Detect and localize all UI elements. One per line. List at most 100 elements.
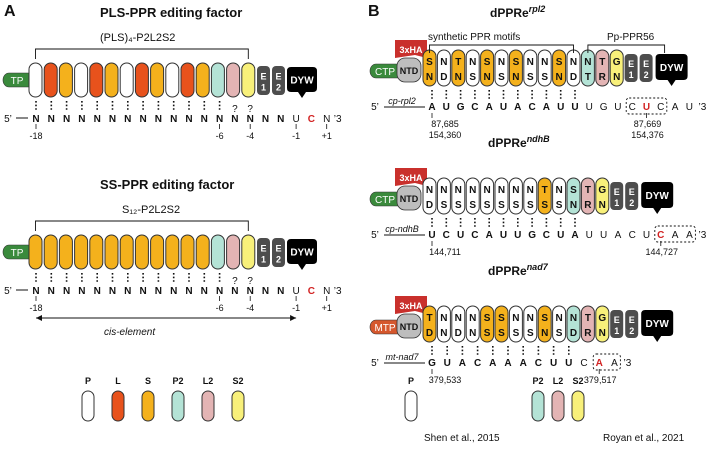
nad7-nt: C [535, 358, 542, 369]
nad7-tp-tag-label: MTP [374, 323, 395, 334]
ss-motif-S [195, 234, 210, 270]
pls-nt: N [231, 114, 238, 125]
pls-tp-tag-label: TP [11, 76, 24, 87]
ndhB-num-right: 144,727 [646, 247, 679, 257]
ss-e1-bot: 1 [261, 255, 266, 265]
rpl2-nt: C [657, 102, 664, 113]
panel-b-letter: B [368, 3, 380, 20]
pos-label: -6 [216, 303, 224, 313]
rpl2-nt: A [428, 102, 435, 113]
ss-nt: N [201, 286, 208, 297]
rpl2-motif [465, 49, 480, 87]
nad7-nt: A [459, 358, 466, 369]
pls-nt: N [277, 114, 284, 125]
rpl2-motif-top: S [513, 57, 520, 68]
ss-nt: N [63, 286, 70, 297]
nad7-motif [566, 305, 581, 343]
rpl2-e1-bot: 1 [629, 70, 634, 80]
ndhB-motif-top: N [512, 185, 519, 196]
nad7-nt: C [474, 358, 481, 369]
pos-label: -6 [216, 131, 224, 141]
legend-b-swatch-P2 [531, 390, 545, 422]
ndhB-title: dPPRendhB [488, 134, 550, 150]
ss-nt: N [262, 286, 269, 297]
nad7-motif-bot: S [527, 328, 534, 339]
ndhB-dyw [641, 182, 674, 214]
ndhB-motif-top: G [598, 185, 606, 196]
legend-b-swatch-L2 [551, 390, 565, 422]
pls-motif-L [89, 62, 104, 98]
ndhB-dyw-label: DYW [646, 191, 670, 202]
legend-a-swatch-S [141, 390, 155, 422]
ndhB-nt: U [514, 230, 521, 241]
rpl2-nt: A [486, 102, 493, 113]
rpl2-nt: U [614, 102, 621, 113]
rpl2-nt: C [471, 102, 478, 113]
ndhB-motif-bot: S [527, 200, 534, 211]
pls-nt: N [63, 114, 70, 125]
nad7-motif-bot: S [484, 328, 491, 339]
legend-a-key: L [115, 376, 121, 386]
ndhB-num-left: 144,711 [429, 247, 461, 257]
nad7-motif-top: S [484, 313, 491, 324]
ndhB-nt: A [672, 230, 679, 241]
rpl2-motif-top: T [599, 57, 605, 68]
ss-motif-S [43, 234, 58, 270]
ndhB-motif-top: T [542, 185, 548, 196]
ndhB-five-prime: 5’ [371, 230, 379, 241]
ndhB-nt: U [586, 230, 593, 241]
ndhB-nt: G [528, 230, 536, 241]
rpl2-motif-top: S [484, 57, 491, 68]
ss-e2-bot: 2 [276, 255, 281, 265]
ndhB-motif-bot: S [469, 200, 476, 211]
pls-tp-tag [2, 72, 30, 88]
legend-a-swatch-L [111, 390, 125, 422]
nad7-nt: A [520, 358, 527, 369]
unknown-q: ? [232, 104, 238, 115]
nad7-five-prime: 5’ [371, 358, 379, 369]
rpl2-five-prime: 5’ [371, 102, 379, 113]
pls-nt: N [201, 114, 208, 125]
ndhB-motif [451, 177, 466, 215]
nad7-motif [508, 305, 523, 343]
rpl2-motif-top: S [426, 57, 433, 68]
pls-bracket-label: (PLS)₄-P2L2S2 [100, 32, 175, 44]
ss-nt: N [78, 286, 85, 297]
pls-motif-P [28, 62, 43, 98]
ndhB-motif-bot: S [455, 200, 462, 211]
ndhB-motif-top: N [426, 185, 433, 196]
pls-motif-P2 [210, 62, 225, 98]
ndhB-gene-label: cp-ndhB [385, 224, 419, 234]
rpl2-motif-bot: S [527, 72, 534, 83]
ss-nt: N [94, 286, 101, 297]
nad7-e2 [625, 310, 639, 338]
ndhB-e1-bot: 1 [614, 198, 619, 208]
legend-a-swatch-P2 [171, 390, 185, 422]
rpl2-motif-bot: N [426, 72, 433, 83]
ss-motif-S [165, 234, 180, 270]
nad7-motif-bot: N [469, 328, 476, 339]
rpl2-e1-top: E [628, 59, 634, 69]
ss-nt: N [155, 286, 162, 297]
rpl2-three-prime: ’3 [699, 102, 707, 113]
rpl2-ha-label: 3xHA [399, 45, 423, 55]
legend-b-p-key: P [408, 376, 414, 386]
pos-label: -18 [29, 131, 42, 141]
nad7-e2-top: E [629, 315, 635, 325]
synth-bracket [429, 44, 574, 53]
pp-bracket [587, 44, 666, 53]
rpl2-motif-bot: R [599, 72, 607, 83]
pos-label: -4 [246, 303, 254, 313]
nad7-e1-bot: 1 [614, 326, 619, 336]
rpl2-motif-top: T [455, 57, 461, 68]
ndhB-nt: C [629, 230, 636, 241]
nad7-gene-label: mt-nad7 [385, 352, 419, 362]
rpl2-motif-top: N [527, 57, 534, 68]
legend-a-key: S [145, 376, 151, 386]
pls-motif-S [150, 62, 165, 98]
ss-motif-P2 [210, 234, 225, 270]
rpl2-nt: A [543, 102, 550, 113]
ndhB-e1 [610, 182, 624, 210]
pls-motif-S [195, 62, 210, 98]
pos-label: -1 [292, 303, 300, 313]
